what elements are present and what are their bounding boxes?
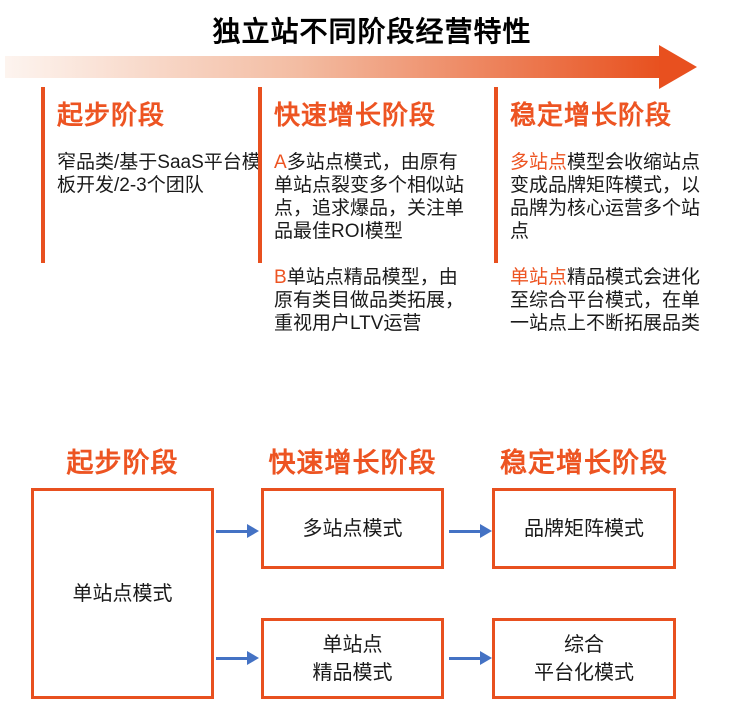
stage-heading: 稳定增长阶段 <box>510 100 673 130</box>
flow-arrow-icon <box>449 524 492 538</box>
paragraph-text: 多站点模式，由原有单站点裂变多个相似站点，追求爆品，关注单品最佳ROI模型 <box>274 152 465 242</box>
stage-column-startup: 起步阶段 窄品类/基于SaaS平台模板开发/2-3个团队 <box>41 87 261 263</box>
arrow-head-icon <box>247 524 259 538</box>
stage-paragraph: 窄品类/基于SaaS平台模板开发/2-3个团队 <box>57 151 261 197</box>
arrow-head-icon <box>247 651 259 665</box>
paragraph-text: 单站点精品模型，由原有类目做品类拓展，重视用户LTV运营 <box>274 267 465 334</box>
flow-box-single-site-boutique: 单站点 精品模式 <box>261 618 444 699</box>
paragraph-text: 精品模式会进化至综合平台模式，在单一站点上不断拓展品类 <box>510 267 701 334</box>
stage-paragraph: 单站点精品模式会进化至综合平台模式，在单一站点上不断拓展品类 <box>510 266 706 335</box>
paragraph-highlight: 单站点 <box>510 267 568 288</box>
arrow-shaft <box>216 529 247 533</box>
paragraph-text: 模型会收缩站点变成品牌矩阵模式，以品牌为核心运营多个站点 <box>510 152 701 242</box>
flow-box-multi-site: 多站点模式 <box>261 488 444 569</box>
timeline-arrow-head-icon <box>659 45 697 89</box>
paragraph-highlight: 多站点 <box>510 152 568 173</box>
flow-header-rapid-growth: 快速增长阶段 <box>268 448 437 478</box>
flow-header-startup: 起步阶段 <box>66 448 179 478</box>
flow-arrow-icon <box>216 651 259 665</box>
arrow-shaft <box>449 656 480 660</box>
stage-paragraph: 多站点模型会收缩站点变成品牌矩阵模式，以品牌为核心运营多个站点 <box>510 151 706 243</box>
paragraph-highlight: A <box>274 152 287 173</box>
paragraph-text: 窄品类/基于SaaS平台模板开发/2-3个团队 <box>57 152 261 196</box>
flow-box-brand-matrix: 品牌矩阵模式 <box>492 488 676 569</box>
stage-divider-line <box>258 87 262 263</box>
stage-divider-line <box>494 87 498 263</box>
page-title: 独立站不同阶段经营特性 <box>212 16 532 47</box>
flow-box-single-site: 单站点模式 <box>31 488 214 699</box>
stage-divider-line <box>41 87 45 263</box>
stage-heading: 快速增长阶段 <box>274 100 437 130</box>
stage-paragraph: A多站点模式，由原有单站点裂变多个相似站点，追求爆品，关注单品最佳ROI模型 <box>274 151 470 243</box>
flow-box-platform: 综合 平台化模式 <box>492 618 676 699</box>
arrow-head-icon <box>480 524 492 538</box>
arrow-shaft <box>216 656 247 660</box>
flow-arrow-icon <box>449 651 492 665</box>
stage-paragraph: B单站点精品模型，由原有类目做品类拓展，重视用户LTV运营 <box>274 266 470 335</box>
stage-column-rapid-growth: 快速增长阶段 A多站点模式，由原有单站点裂变多个相似站点，追求爆品，关注单品最佳… <box>258 87 474 358</box>
stage-column-stable-growth: 稳定增长阶段 多站点模型会收缩站点变成品牌矩阵模式，以品牌为核心运营多个站点 单… <box>494 87 710 358</box>
arrow-head-icon <box>480 651 492 665</box>
paragraph-highlight: B <box>274 267 287 288</box>
flow-arrow-icon <box>216 524 259 538</box>
stage-heading: 起步阶段 <box>57 100 166 130</box>
timeline-arrow-body <box>5 56 660 78</box>
arrow-shaft <box>449 529 480 533</box>
flow-header-stable-growth: 稳定增长阶段 <box>500 448 668 478</box>
